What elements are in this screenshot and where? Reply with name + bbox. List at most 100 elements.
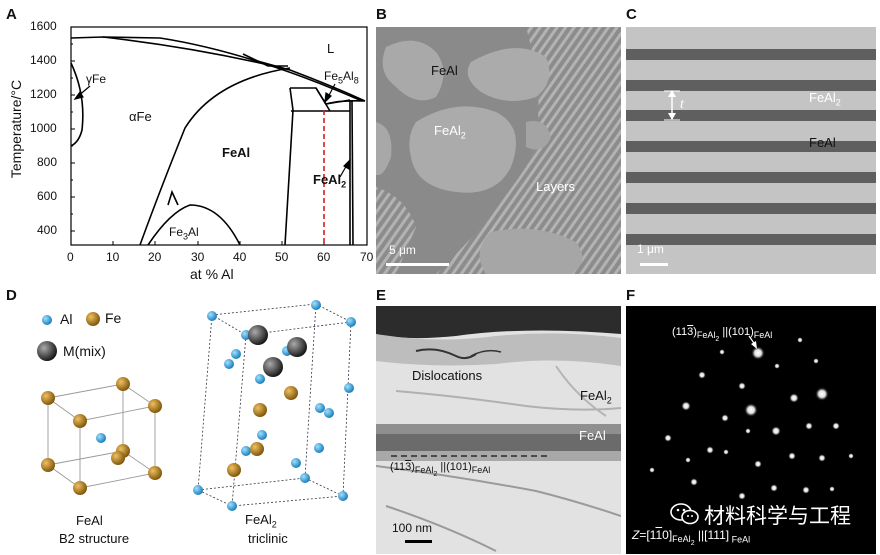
zone-bar1: 1 bbox=[655, 528, 663, 542]
sem-b-texture bbox=[376, 27, 621, 274]
tem-e-texture bbox=[376, 306, 621, 554]
zone-p1: Z bbox=[632, 528, 640, 542]
diffraction-spots bbox=[649, 335, 854, 500]
panel-letter-f: F bbox=[626, 287, 636, 304]
f-orient-sub1b: 2 bbox=[715, 335, 720, 343]
triclinic-cell-edges bbox=[196, 303, 353, 507]
xtick-label: 60 bbox=[317, 250, 331, 264]
tem-e-orient-mid: ||(101) bbox=[437, 461, 472, 473]
sem-c-feal2-sub: 2 bbox=[835, 97, 841, 108]
sem-b-scalebar-label: 5 μm bbox=[389, 243, 416, 257]
triclinic-structure-type: triclinic bbox=[248, 531, 288, 546]
ytick-label: 1000 bbox=[30, 121, 57, 135]
fe3al-end: Al bbox=[188, 225, 199, 239]
tem-e-orient-sub1b: 2 bbox=[433, 470, 438, 478]
xtick-label: 10 bbox=[106, 250, 120, 264]
ytick-label: 1600 bbox=[30, 19, 57, 33]
fe3al-sub: 3 bbox=[183, 231, 189, 242]
legend-mix-atom bbox=[37, 341, 57, 361]
wechat-icon bbox=[670, 503, 699, 525]
sem-micrograph-b: FeAl FeAl2 Layers 5 μm bbox=[376, 27, 621, 274]
panel-a-xlabel: at % Al bbox=[190, 266, 234, 282]
ytick-label: 600 bbox=[37, 189, 58, 203]
f-orient-p1: (11 bbox=[672, 326, 688, 338]
tem-micrograph-e: Dislocations FeAl2 FeAl (113)FeAl2 ||(10… bbox=[376, 306, 621, 554]
layer-band bbox=[626, 234, 876, 245]
region-label-fe3al: Fe3Al bbox=[169, 225, 199, 241]
panel-letter-b: B bbox=[376, 6, 387, 23]
tri-name-base: FeAl bbox=[245, 512, 272, 527]
ytick-label: 1200 bbox=[30, 87, 57, 101]
tem-e-orient-sub1: FeAl bbox=[414, 465, 434, 476]
xtick-label: 20 bbox=[148, 250, 162, 264]
fe3al-base: Fe bbox=[169, 225, 184, 239]
diffraction-orientation: (113)FeAl2 ||(101)FeAl bbox=[672, 326, 772, 343]
f-orient-bar3: 3 bbox=[687, 326, 694, 338]
tem-e-label-feal: FeAl bbox=[579, 428, 606, 443]
fe5al8-sub2: 8 bbox=[353, 75, 359, 86]
crystal-structures bbox=[37, 300, 356, 511]
zone-sub2: FeAl bbox=[729, 534, 751, 545]
tri-name-sub: 2 bbox=[271, 519, 277, 530]
zone-p2: =[1 bbox=[639, 528, 656, 542]
tem-e-orient-p2: ) bbox=[411, 461, 415, 473]
f-orient-sub1: FeAl bbox=[696, 330, 716, 341]
b2-cube-atoms bbox=[41, 377, 162, 495]
feal2-sub: 2 bbox=[341, 179, 347, 190]
sem-b-feal2-sub: 2 bbox=[460, 130, 466, 141]
f-orient-p2: ) bbox=[693, 326, 697, 338]
b2-structure-type: B2 structure bbox=[59, 531, 130, 546]
zone-axis-label: Z=[110]FeAl2 ||[111] FeAl bbox=[632, 528, 750, 547]
layer-thickness-label: t bbox=[680, 97, 684, 112]
layer-band bbox=[626, 172, 876, 183]
phase-boundaries bbox=[70, 36, 366, 246]
zone-sub1: FeAl bbox=[672, 534, 691, 545]
xtick-label: 50 bbox=[275, 250, 289, 264]
f-orient-sub2: FeAl bbox=[753, 330, 773, 341]
ytick-label: 400 bbox=[37, 223, 58, 237]
panel-letter-c: C bbox=[626, 6, 637, 23]
legend-al-atom bbox=[42, 315, 52, 325]
layer-band bbox=[626, 110, 876, 121]
legend-fe-atom bbox=[86, 312, 100, 326]
region-label-feal2: FeAl2 bbox=[313, 172, 346, 190]
phase-diagram-frame bbox=[70, 26, 368, 246]
phase-diagram-yticks bbox=[71, 26, 75, 232]
phase-diagram-xticks bbox=[70, 241, 368, 245]
watermark-text: 材料科学与工程 bbox=[704, 504, 851, 528]
region-label-l: L bbox=[327, 41, 335, 56]
panel-letter-a: A bbox=[6, 6, 17, 23]
xtick-label: 30 bbox=[191, 250, 205, 264]
fe5al8-base: Fe bbox=[324, 69, 339, 83]
tem-e-orient-bar3: 3 bbox=[405, 461, 412, 473]
feal2-base: FeAl bbox=[313, 172, 342, 187]
fe5al8-sub1: 5 bbox=[338, 75, 344, 86]
xtick-label: 70 bbox=[360, 250, 374, 264]
layer-band bbox=[626, 49, 876, 60]
sem-c-feal2-base: FeAl bbox=[809, 90, 836, 105]
sem-micrograph-c: t FeAl2 FeAl 1 μm bbox=[626, 27, 876, 274]
sem-b-label-feal2: FeAl2 bbox=[434, 123, 466, 141]
tem-e-feal2-sub: 2 bbox=[606, 395, 612, 406]
xtick-label: 0 bbox=[67, 250, 74, 264]
legend-fe-label: Fe bbox=[105, 310, 122, 326]
panel-letter-d: D bbox=[6, 287, 17, 304]
sem-c-scalebar bbox=[640, 263, 668, 266]
triclinic-cell-atoms bbox=[193, 300, 356, 511]
annotation-arrows bbox=[73, 83, 351, 178]
ytick-label: 800 bbox=[37, 155, 58, 169]
sem-b-feal2-base: FeAl bbox=[434, 123, 461, 138]
region-label-feal: FeAl bbox=[222, 145, 251, 160]
legend-mix-label: M(mix) bbox=[63, 343, 106, 359]
layer-band bbox=[626, 141, 876, 152]
region-label-fe5al8: Fe5Al8 bbox=[324, 69, 359, 85]
tem-e-orient-sub2: FeAl bbox=[471, 465, 491, 476]
tem-e-orient-p1: (11 bbox=[390, 461, 406, 473]
thickness-arrow bbox=[664, 90, 680, 121]
tem-e-feal2-base: FeAl bbox=[580, 388, 607, 403]
triclinic-structure-name: FeAl2 bbox=[245, 512, 277, 530]
diffraction-pattern-f: (113)FeAl2 ||(101)FeAl Z=[110]FeAl2 ||[1… bbox=[626, 306, 876, 554]
sem-b-label-feal: FeAl bbox=[431, 63, 458, 78]
f-orient-mid: ||(101) bbox=[719, 326, 754, 338]
xtick-label: 40 bbox=[233, 250, 247, 264]
